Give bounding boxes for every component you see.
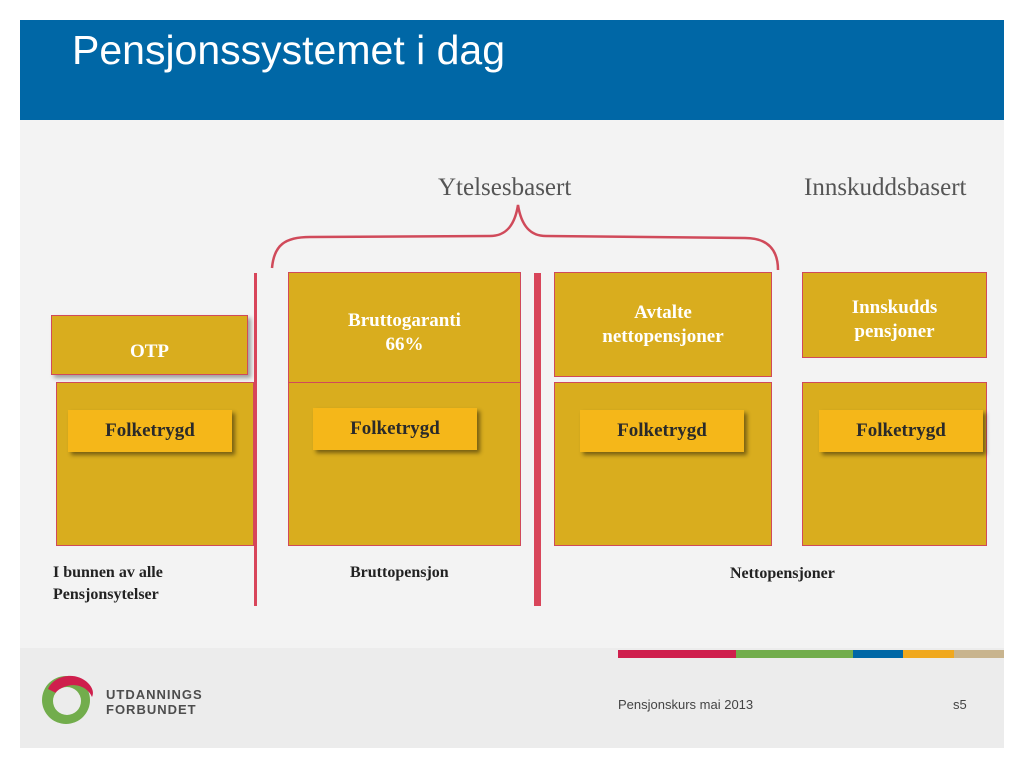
footer — [20, 648, 1004, 748]
logo-line-1: UTDANNINGS — [106, 687, 203, 702]
stripe-red — [618, 650, 736, 658]
page-title: Pensjonssystemet i dag — [72, 27, 506, 73]
avtalte-nettopensjoner-label: Avtalte nettopensjoner — [602, 302, 724, 347]
folketrygd-box-4 — [802, 382, 987, 546]
logo-line-2: FORBUNDET — [106, 702, 197, 717]
otp-label: OTP — [129, 341, 170, 362]
stripe-tan — [954, 650, 1004, 658]
folketrygd-box-3 — [554, 382, 772, 546]
caption-bruttopensjon: Bruttopensjon — [350, 564, 449, 581]
caption-nettopensjoner: Nettopensjoner — [730, 565, 835, 582]
stripe-orange — [903, 650, 954, 658]
folketrygd-label-2: Folketrygd — [313, 408, 477, 450]
course-name: Pensjonskurs mai 2013 — [618, 697, 754, 712]
folketrygd-label-4: Folketrygd — [819, 410, 983, 452]
logo-text: UTDANNINGS FORBUNDET — [106, 687, 203, 717]
innskudds-pensjoner-box: Innskudds pensjoner — [802, 272, 987, 358]
bruttogaranti-label: Bruttogaranti 66% — [348, 310, 461, 355]
folketrygd-box-1 — [56, 382, 254, 546]
slide-number: s5 — [953, 697, 967, 712]
header-bar — [20, 20, 1004, 120]
caption-folketrygd-base: I bunnen av alle Pensjonsytelser — [53, 564, 163, 603]
otp-box: OTP — [51, 315, 248, 375]
stripe-green — [736, 650, 853, 658]
folketrygd-label-3: Folketrygd — [580, 410, 744, 452]
utdanningsforbundet-logo-icon — [42, 675, 93, 724]
stripe-blue — [853, 650, 903, 658]
folketrygd-label-1: Folketrygd — [68, 410, 232, 452]
heading-ytelsesbasert: Ytelsesbasert — [438, 174, 572, 201]
folketrygd-box-2 — [288, 382, 521, 546]
avtalte-nettopensjoner-box: Avtalte nettopensjoner — [554, 272, 772, 377]
bruttogaranti-box: Bruttogaranti 66% — [288, 272, 521, 383]
divider-middle — [534, 273, 541, 606]
divider-left — [254, 273, 257, 606]
innskudds-pensjoner-label: Innskudds pensjoner — [851, 297, 938, 342]
heading-innskuddsbasert: Innskuddsbasert — [804, 174, 967, 201]
